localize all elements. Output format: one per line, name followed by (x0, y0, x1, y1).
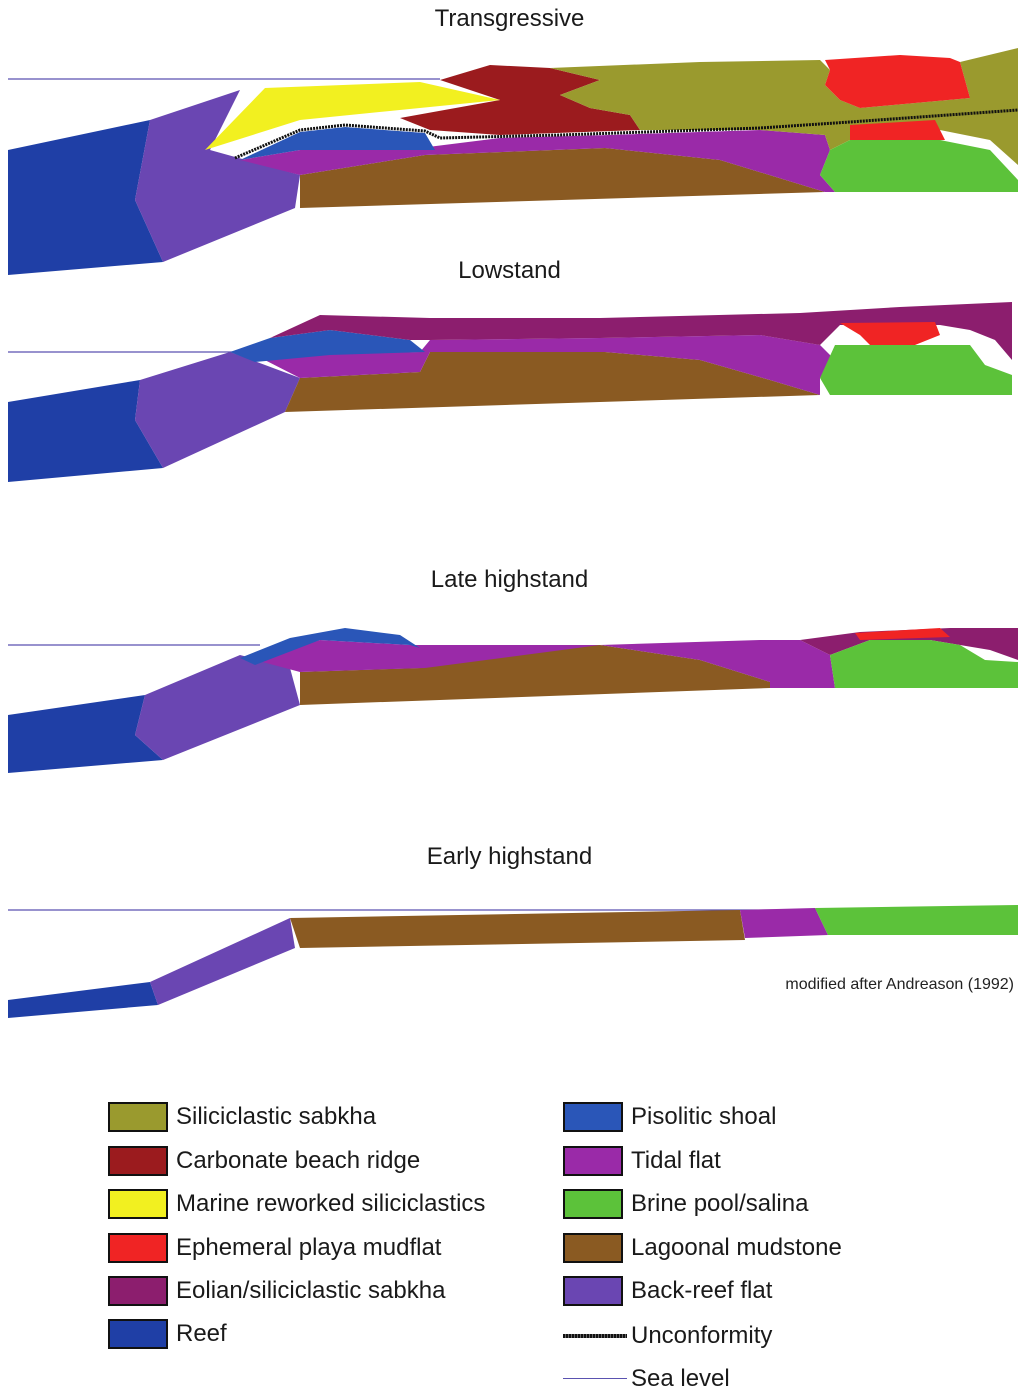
unconformity-line (234, 108, 1019, 160)
reef-unit (8, 982, 158, 1018)
ephemeral-playa-mudflat-unit (855, 628, 950, 640)
siliciclastic-sabkha-unit (550, 48, 1018, 165)
legend-item-back-reef-flat: Back-reef flat (563, 1274, 772, 1308)
legend-item-unconformity: Unconformity (563, 1319, 772, 1353)
legend-item-sea-level: Sea level (563, 1362, 730, 1396)
tidal-flat-unit (740, 908, 828, 938)
back-reef-flat-unit (150, 918, 295, 1005)
tidal-flat-unit (255, 640, 835, 688)
back-reef-flat-unit (135, 90, 300, 262)
reef-unit (8, 380, 163, 482)
lagoonal-mudstone-unit (290, 910, 745, 948)
lagoonal-mudstone-unit (300, 148, 825, 208)
brine-pool-salina-unit (820, 140, 1018, 192)
lagoonal-mudstone-unit (300, 645, 770, 705)
legend-swatch (108, 1276, 168, 1306)
brine-pool-salina-unit (820, 345, 1012, 395)
legend-item-tidal-flat: Tidal flat (563, 1144, 721, 1178)
legend-item-carbonate-beach-ridge: Carbonate beach ridge (108, 1144, 420, 1178)
marine-reworked-siliciclastics-unit (205, 82, 500, 150)
legend-label: Reef (176, 1320, 227, 1347)
legend-swatch (563, 1102, 623, 1132)
legend-label: Eolian/siliciclastic sabkha (176, 1277, 446, 1304)
panel-title-transgressive: Transgressive (434, 5, 585, 32)
legend-swatch (108, 1319, 168, 1349)
legend-item-marine-reworked: Marine reworked siliciclastics (108, 1187, 485, 1221)
legend-label: Tidal flat (631, 1147, 721, 1174)
legend-swatch (563, 1233, 623, 1263)
pisolitic-shoal-unit (230, 330, 425, 362)
legend-label: Carbonate beach ridge (176, 1147, 421, 1174)
late-highstand-cross-section (8, 628, 1018, 773)
legend-label: Marine reworked siliciclastics (176, 1190, 486, 1217)
legend-swatch (563, 1146, 623, 1176)
eolian-sabkha-unit (800, 628, 1018, 660)
legend-swatch (108, 1146, 168, 1176)
legend-label: Pisolitic shoal (631, 1103, 777, 1130)
ephemeral-playa-mudflat-unit (840, 322, 940, 345)
legend-swatch (108, 1189, 168, 1219)
legend-swatch (108, 1102, 168, 1132)
legend-label: Sea level (631, 1365, 730, 1392)
unconformity-line-swatch (563, 1321, 627, 1351)
sea-level-line-swatch (563, 1364, 627, 1394)
lowstand-cross-section (8, 302, 1012, 482)
legend-item-brine-pool: Brine pool/salina (563, 1187, 808, 1221)
pisolitic-shoal-unit (240, 628, 420, 665)
legend-item-ephemeral-playa: Ephemeral playa mudflat (108, 1231, 441, 1265)
back-reef-flat-unit (135, 352, 300, 468)
legend-label: Unconformity (631, 1322, 773, 1349)
legend-label: Back-reef flat (631, 1277, 773, 1304)
legend-label: Ephemeral playa mudflat (176, 1234, 442, 1261)
tidal-flat-unit (255, 335, 835, 395)
panel-title-lowstand: Lowstand (458, 257, 561, 284)
legend-swatch (108, 1233, 168, 1263)
eolian-sabkha-unit (270, 302, 1012, 360)
lagoonal-mudstone-unit (285, 352, 820, 412)
panel-title-early-highstand: Early highstand (426, 843, 593, 870)
legend-item-eolian-sabkha: Eolian/siliciclastic sabkha (108, 1274, 445, 1308)
legend-item-siliciclastic-sabkha: Siliciclastic sabkha (108, 1100, 376, 1134)
back-reef-flat-unit (135, 655, 300, 760)
ephemeral-playa-mudflat-unit (850, 120, 945, 142)
legend-label: Siliciclastic sabkha (176, 1103, 377, 1130)
legend-label: Brine pool/salina (631, 1190, 809, 1217)
legend-item-reef: Reef (108, 1317, 227, 1351)
brine-pool-salina-unit (815, 905, 1018, 935)
legend-item-lagoonal-mudstone: Lagoonal mudstone (563, 1231, 842, 1265)
pisolitic-shoal-unit (240, 127, 435, 160)
brine-pool-salina-unit (830, 640, 1018, 688)
transgressive-cross-section (8, 48, 1019, 275)
early-highstand-cross-section (8, 905, 1018, 1018)
reef-unit (8, 695, 163, 773)
panel-title-late-highstand: Late highstand (430, 566, 589, 593)
carbonate-beach-ridge-unit (400, 65, 640, 135)
source-credit: modified after Andreason (1992) (785, 976, 1014, 993)
ephemeral-playa-mudflat-unit (825, 55, 970, 108)
legend-swatch (563, 1189, 623, 1219)
legend-swatch (563, 1276, 623, 1306)
tidal-flat-unit (240, 130, 835, 192)
reef-unit (8, 120, 163, 275)
legend-label: Lagoonal mudstone (631, 1234, 842, 1261)
legend-item-pisolitic-shoal: Pisolitic shoal (563, 1100, 776, 1134)
